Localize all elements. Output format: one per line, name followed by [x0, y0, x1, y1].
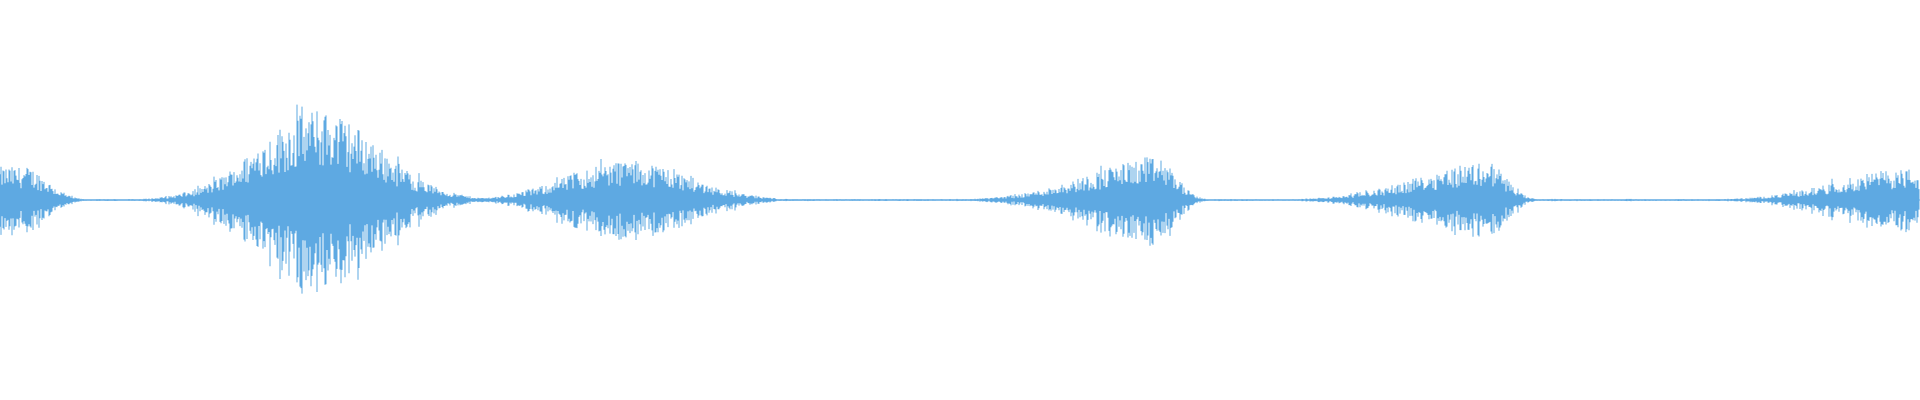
- waveform-samples: [0, 104, 1920, 294]
- waveform-path: [0, 104, 1920, 294]
